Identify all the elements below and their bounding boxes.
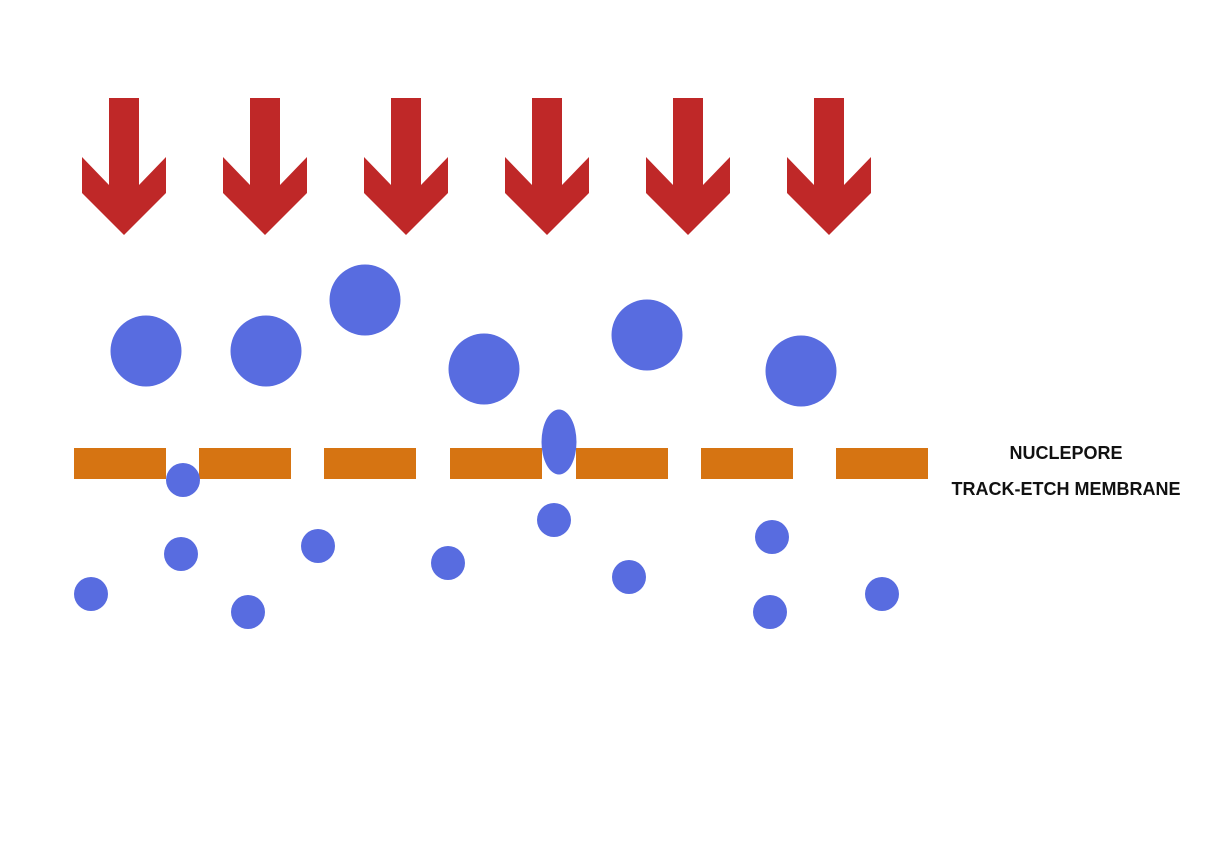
- large-particle: [329, 264, 401, 336]
- large-particle: [765, 335, 837, 407]
- small-particle: [755, 520, 789, 554]
- small-particle: [74, 577, 108, 611]
- membrane: [74, 448, 928, 479]
- small-particle: [231, 595, 265, 629]
- small-particle: [301, 529, 335, 563]
- membrane-segment: [576, 448, 668, 479]
- membrane-segment: [74, 448, 166, 479]
- small-particle: [865, 577, 899, 611]
- membrane-label-line2: TRACK-ETCH MEMBRANE: [952, 479, 1181, 499]
- small-particle: [166, 463, 200, 497]
- down-arrow-icon: [223, 98, 307, 235]
- membrane-label-line1: NUCLEPORE: [1009, 443, 1122, 463]
- down-arrow-icon: [82, 98, 166, 235]
- down-arrow-icon: [364, 98, 448, 235]
- small-particle: [537, 503, 571, 537]
- small-particle: [753, 595, 787, 629]
- membrane-segment: [199, 448, 291, 479]
- down-arrow-icon: [646, 98, 730, 235]
- membrane-segment: [324, 448, 416, 479]
- passed-particles: [74, 463, 899, 629]
- large-particle: [230, 315, 302, 387]
- deformed-particle: [541, 409, 577, 475]
- large-particle: [448, 333, 520, 405]
- membrane-segment: [450, 448, 542, 479]
- flow-arrows: [82, 98, 871, 235]
- down-arrow-icon: [505, 98, 589, 235]
- small-particle: [431, 546, 465, 580]
- small-particle: [164, 537, 198, 571]
- large-particle: [110, 315, 182, 387]
- membrane-segment: [836, 448, 928, 479]
- down-arrow-icon: [787, 98, 871, 235]
- deforming-particle: [541, 409, 577, 475]
- large-particle: [611, 299, 683, 371]
- membrane-segment: [701, 448, 793, 479]
- retained-particles: [110, 264, 837, 407]
- small-particle: [612, 560, 646, 594]
- membrane-label: NUCLEPORE TRACK-ETCH MEMBRANE: [952, 443, 1181, 499]
